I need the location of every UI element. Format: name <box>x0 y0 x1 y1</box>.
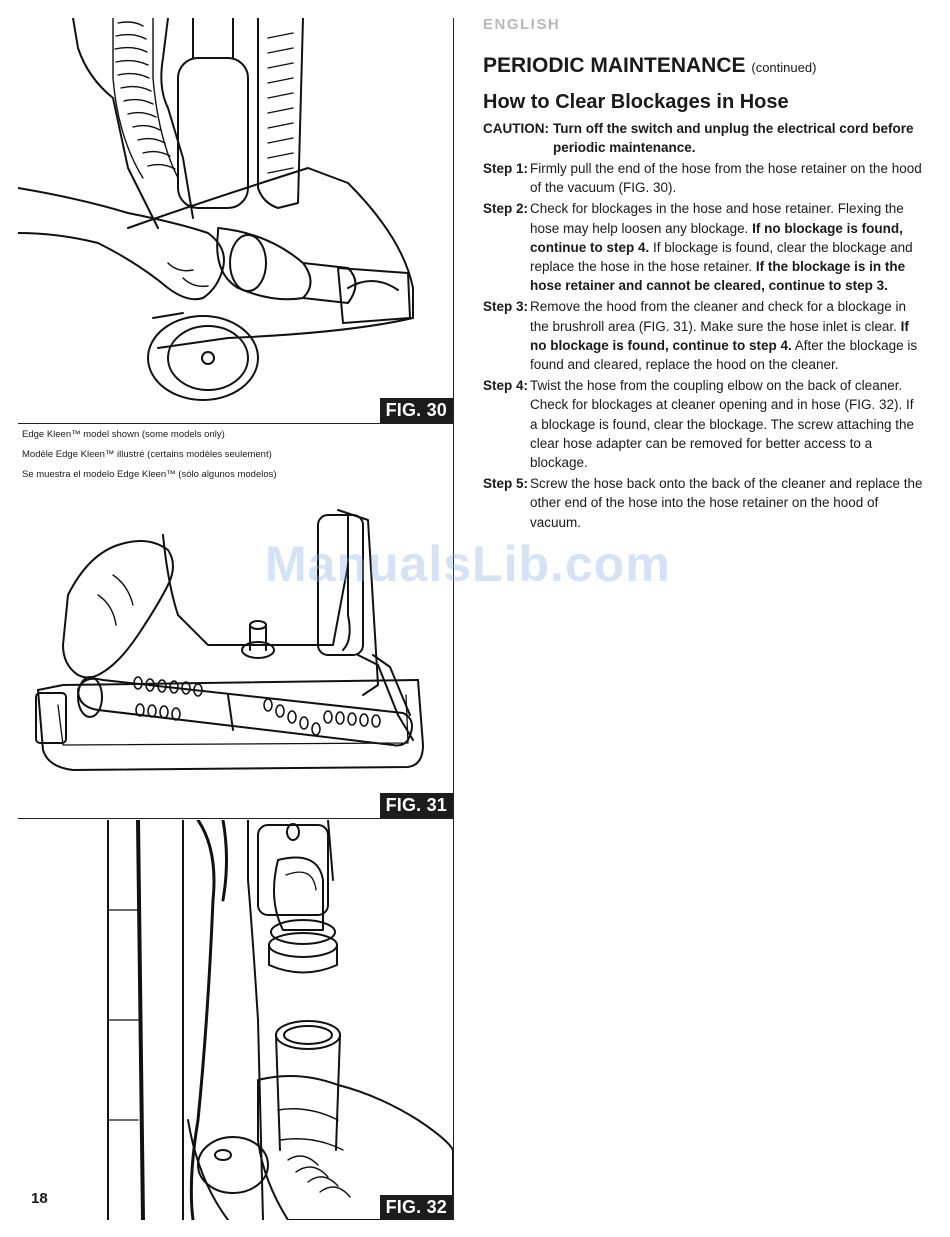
step-label: Step 1: <box>483 161 529 176</box>
vacuum-hose-illustration <box>18 18 414 401</box>
step-text: Check for blockages in the hose and hose… <box>530 199 923 295</box>
step-label: Step 5: <box>483 476 529 492</box>
step-text-part: Remove the hood from the cleaner and che… <box>530 299 906 334</box>
figure-divider <box>18 818 453 819</box>
figure-30: FIG. 30 <box>18 18 453 423</box>
brushroll-illustration <box>35 509 424 771</box>
steps-list: Step 1:Firmly pull the end of the hose f… <box>483 159 923 532</box>
instructions-column: ENGLISH PERIODIC MAINTENANCE (continued)… <box>483 16 923 534</box>
step-emphasis: If the blockage is in the hose retainer … <box>530 259 906 294</box>
step-text-part: After the blockage is found and cleared,… <box>530 337 918 373</box>
caption-english: Edge Kleen™ model shown (some models onl… <box>22 429 225 440</box>
step-label: Step 4: <box>483 378 529 394</box>
step-emphasis: If no blockage is found, continue to ste… <box>530 318 909 353</box>
step-text-part: If blockage is found, clear the blockage… <box>530 239 913 275</box>
subsection-title: How to Clear Blockages in Hose <box>483 91 789 113</box>
step-label: Step 3: <box>483 299 529 315</box>
step-1: Step 1:Firmly pull the end of the hose f… <box>483 159 923 197</box>
step-text: Screw the hose back onto the back of the… <box>530 474 923 532</box>
figure-divider <box>18 423 453 424</box>
hose-coupling-illustration <box>107 820 453 1220</box>
step-emphasis: If no blockage is found, continue to ste… <box>530 220 903 255</box>
step-text: Twist the hose from the coupling elbow o… <box>530 376 923 472</box>
caution-text: Turn off the switch and unplug the elect… <box>553 121 914 155</box>
step-text: Firmly pull the end of the hose from the… <box>530 159 923 197</box>
column-divider <box>453 18 454 1220</box>
caution-note: CAUTION: Turn off the switch and unplug … <box>483 119 923 157</box>
caution-label: CAUTION: <box>483 121 549 136</box>
step-3: Step 3:Remove the hood from the cleaner … <box>483 297 923 374</box>
step-4: Step 4:Twist the hose from the coupling … <box>483 376 923 472</box>
language-label: ENGLISH <box>483 16 561 33</box>
caption-french: Modèle Edge Kleen™ illustré (certains mo… <box>22 449 272 460</box>
step-text-part: Check for blockages in the hose and hose… <box>530 201 904 236</box>
step-text-part: Firmly pull the end of the hose from the… <box>530 161 922 196</box>
continued-note: (continued) <box>751 60 817 75</box>
page-number: 18 <box>31 1190 48 1207</box>
step-text-part: Twist the hose from the coupling elbow o… <box>530 378 914 471</box>
step-text-part: Screw the hose back onto the back of the… <box>530 476 923 530</box>
section-title-text: PERIODIC MAINTENANCE <box>483 54 746 77</box>
figure-31: FIG. 31 <box>18 505 453 818</box>
figure-captions: Edge Kleen™ model shown (some models onl… <box>22 425 442 485</box>
fig-30-label: FIG. 30 <box>379 398 453 423</box>
fig-32-label: FIG. 32 <box>379 1195 453 1220</box>
step-label: Step 2: <box>483 201 529 217</box>
figure-32: FIG. 32 <box>18 820 453 1220</box>
step-5: Step 5:Screw the hose back onto the back… <box>483 474 923 532</box>
caption-spanish: Se muestra el modelo Edge Kleen™ (sólo a… <box>22 469 277 480</box>
section-title: PERIODIC MAINTENANCE (continued) <box>483 53 923 81</box>
step-2: Step 2:Check for blockages in the hose a… <box>483 199 923 295</box>
fig-31-label: FIG. 31 <box>379 793 453 818</box>
step-text: Remove the hood from the cleaner and che… <box>530 297 923 374</box>
